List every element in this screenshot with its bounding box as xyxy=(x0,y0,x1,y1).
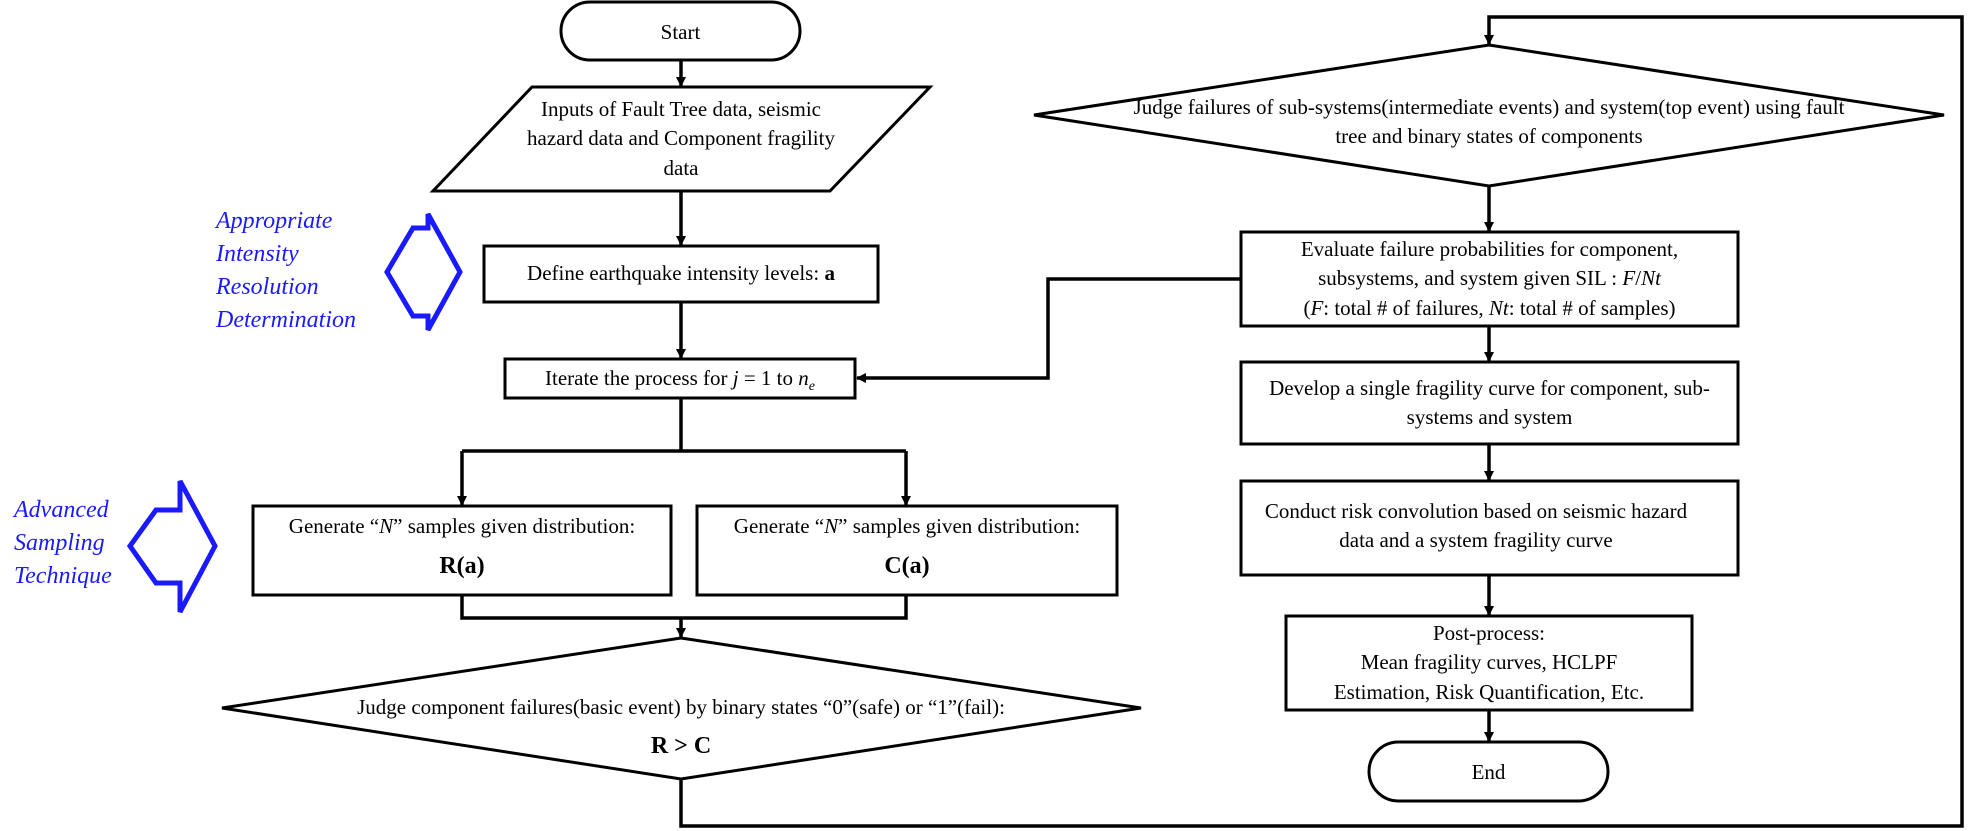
post-process-label: Post-process: Mean fragility curves, HCL… xyxy=(1286,619,1692,707)
evaluate-line2-text: subsystems, and system given SIL : xyxy=(1318,266,1618,291)
evaluate-line1: Evaluate failure probabilities for compo… xyxy=(1300,237,1679,261)
iterate-box xyxy=(503,357,857,400)
evaluate-Nt: Nt xyxy=(1641,266,1661,291)
evaluate-sep: / xyxy=(1635,266,1642,291)
gen-right-label: Generate “N” samples given distribution:… xyxy=(697,512,1117,584)
judge-component-label: Judge component failures(basic event) by… xyxy=(281,693,1081,764)
iterate-label: Iterate the process for j = 1 to ne xyxy=(505,364,855,397)
develop-label: Develop a single fragility curve for com… xyxy=(1269,376,1710,430)
post-process-body: Mean fragility curves, HCLPF Estimation,… xyxy=(1333,650,1645,704)
evaluate-l3-end: : total # of samples) xyxy=(1508,295,1676,320)
annotation-line: Technique xyxy=(14,563,112,590)
define-label: Define earthquake intensity levels: a xyxy=(484,259,878,288)
define-variable: a xyxy=(824,261,835,285)
gen-left-post: ” samples given distribution: xyxy=(393,514,636,538)
annotation-line: Sampling xyxy=(14,530,105,557)
evaluate-label: Evaluate failure probabilities for compo… xyxy=(1241,235,1738,323)
loop-connector xyxy=(679,15,1964,828)
gen-left-label: Generate “N” samples given distribution:… xyxy=(253,512,671,584)
annotation-line: Resolution xyxy=(216,274,319,301)
evaluate-line3: (F: total # of failures, Nt: total # of … xyxy=(1241,294,1738,323)
annotation-line: Appropriate xyxy=(216,208,333,234)
gen-left-N: N xyxy=(379,514,394,538)
evaluate-l3-Nt: Nt xyxy=(1488,295,1509,320)
define-text: Define earthquake intensity levels: xyxy=(527,261,820,285)
annotation-line: Intensity xyxy=(216,241,299,268)
gen-right-distribution: C(a) xyxy=(884,553,930,580)
annotation-line: Advanced xyxy=(14,497,109,523)
iterate-eq: = 1 to xyxy=(743,366,794,390)
judge-component-condition: R > C xyxy=(650,733,712,760)
connector xyxy=(462,398,906,453)
gen-left-distribution: R(a) xyxy=(439,553,485,580)
inputs-parallelogram xyxy=(429,85,934,193)
evaluate-l3-mid: : total # of failures, xyxy=(1323,295,1484,320)
evaluate-F: F xyxy=(1622,266,1636,291)
iterate-text: Iterate the process for xyxy=(545,366,728,390)
iterate-j: j xyxy=(732,366,739,390)
evaluate-line2: subsystems, and system given SIL : F/Nt xyxy=(1241,264,1738,293)
start-label: Start xyxy=(660,20,701,44)
intensity-annotation: Appropriate Intensity Resolution Determi… xyxy=(216,205,356,337)
gen-left-box xyxy=(251,504,673,597)
judge-system-label: Judge failures of sub-systems(intermedia… xyxy=(1133,95,1845,149)
gen-right-pre: Generate “ xyxy=(733,514,825,538)
evaluate-l3-F: F xyxy=(1310,295,1324,320)
intensity-annotation-arrow xyxy=(384,212,463,332)
develop-box xyxy=(1239,360,1740,446)
post-process-title: Post-process: xyxy=(1433,621,1545,645)
gen-right-N: N xyxy=(824,514,839,538)
sampling-annotation: Advanced Sampling Technique xyxy=(14,494,112,593)
conduct-label: Conduct risk convolution based on seismi… xyxy=(1264,499,1688,553)
inputs-label: Inputs of Fault Tree data, seismic hazar… xyxy=(527,97,835,180)
sampling-annotation-arrow xyxy=(126,479,218,614)
gen-right-post: ” samples given distribution: xyxy=(838,514,1081,538)
evaluate-l3-open: ( xyxy=(1303,295,1311,320)
conduct-box xyxy=(1239,479,1740,577)
connector xyxy=(460,595,908,620)
iterate-n: n xyxy=(798,366,809,390)
annotation-line: Determination xyxy=(216,307,356,334)
post-process-box xyxy=(1284,614,1694,712)
gen-left-pre: Generate “ xyxy=(288,514,380,538)
end-label: End xyxy=(1471,760,1506,784)
judge-component-text: Judge component failures(basic event) by… xyxy=(357,695,1005,719)
iterate-n-sub: e xyxy=(808,379,815,395)
end-terminal xyxy=(1367,740,1610,803)
feedback-connector xyxy=(856,277,1241,383)
